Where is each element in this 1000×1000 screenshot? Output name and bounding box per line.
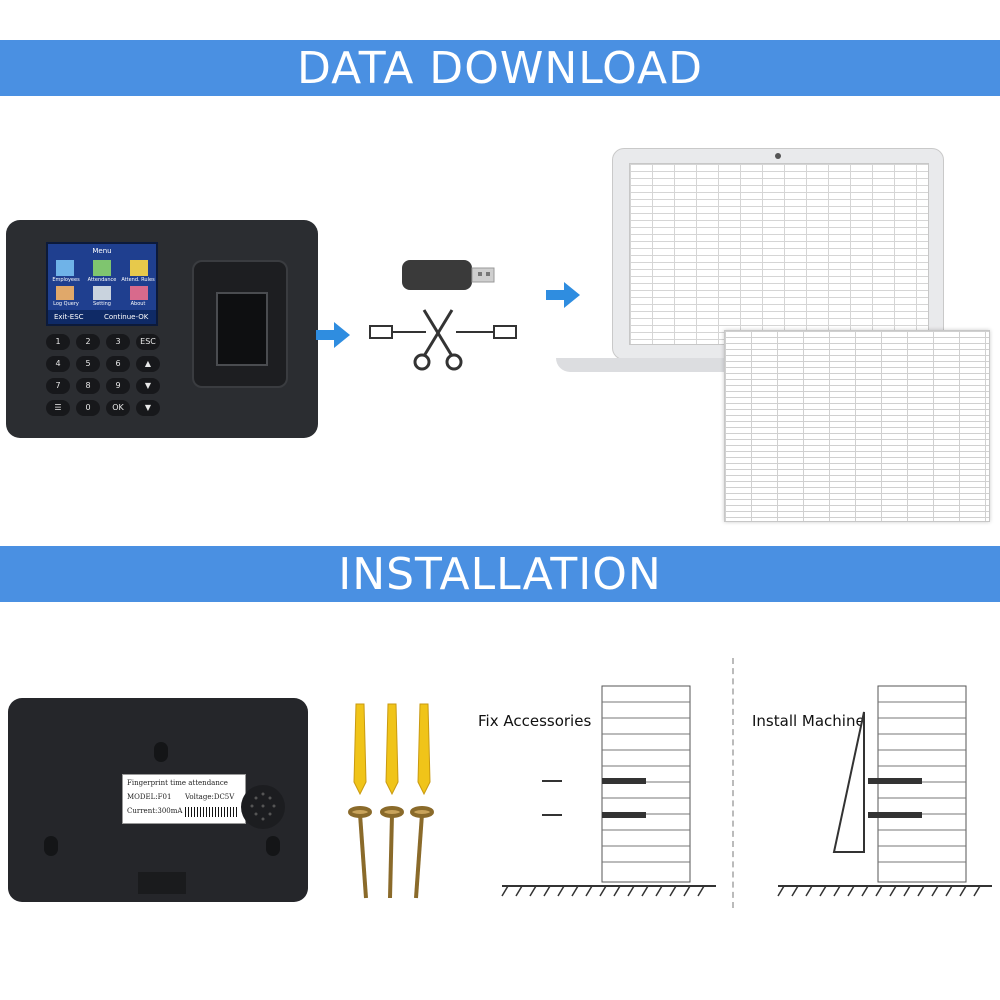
screen-footer — [48, 310, 156, 324]
menu-item-employees: Employees — [52, 277, 80, 283]
installation-banner: INSTALLATION — [0, 546, 1000, 602]
speaker-grille-icon — [241, 785, 285, 829]
continue-label: Continue-OK — [104, 313, 149, 321]
key-5[interactable]: 5 — [76, 356, 100, 372]
screw-icon — [348, 806, 434, 899]
key-0[interactable]: 0 — [76, 400, 100, 416]
installation-title: INSTALLATION — [338, 548, 662, 600]
key-2[interactable]: 2 — [76, 334, 100, 350]
key-7[interactable]: 7 — [46, 378, 70, 394]
key-8[interactable]: 8 — [76, 378, 100, 394]
screen-menu-title: Menu — [92, 247, 112, 255]
fix-accessories-label: Fix Accessories — [478, 712, 592, 730]
employees-icon — [56, 260, 74, 276]
key-4[interactable]: 4 — [46, 356, 70, 372]
wall-anchor-icon — [353, 703, 431, 796]
fingerprint-sensor[interactable] — [216, 292, 268, 366]
attend-rules-icon — [130, 260, 148, 276]
label-model: MODEL:F01 — [127, 793, 172, 801]
step-divider — [732, 658, 734, 908]
arrow-right-icon — [316, 322, 350, 348]
usb-flash-drive-icon — [402, 260, 495, 290]
key-6[interactable]: 6 — [106, 356, 130, 372]
attendance-device-front: Menu Employees Attendance Attend. Rules … — [6, 220, 318, 438]
menu-item-setting: Setting — [93, 301, 111, 307]
key-down-arrow[interactable]: ▼ — [136, 378, 160, 394]
key-down[interactable]: ▼ — [136, 400, 160, 416]
key-3[interactable]: 3 — [106, 334, 130, 350]
bottom-port-cover — [138, 872, 186, 894]
data-download-banner: DATA DOWNLOAD — [0, 40, 1000, 96]
usb-download-options — [369, 260, 517, 371]
key-up[interactable]: ▲ — [136, 356, 160, 372]
barcode-icon — [185, 807, 239, 817]
mount-hole-top — [154, 742, 168, 762]
key-1[interactable]: 1 — [46, 334, 70, 350]
menu-item-attend-rules: Attend. Rules — [121, 277, 155, 283]
mounting-accessories — [348, 703, 434, 899]
fix-accessories-diagram — [501, 685, 716, 897]
exit-label: Exit-ESC — [54, 313, 84, 321]
arrow-right-icon-2 — [546, 282, 580, 308]
data-download-title: DATA DOWNLOAD — [296, 42, 704, 94]
menu-item-about: About — [130, 301, 146, 307]
menu-item-log-query: Log Query — [53, 301, 79, 307]
key-menu[interactable]: ☰ — [46, 400, 70, 416]
attendance-icon — [93, 260, 111, 276]
webcam-icon — [775, 153, 781, 159]
install-machine-label: Install Machine — [752, 712, 865, 730]
fingerprint-sensor-housing — [192, 260, 288, 388]
attendance-device-back: Fingerprint time attendance MODEL:F01 Vo… — [8, 698, 308, 902]
mount-hole-left — [44, 836, 58, 856]
log-query-icon — [56, 286, 74, 300]
menu-item-attendance: Attendance — [87, 277, 117, 283]
label-title: Fingerprint time attendance — [127, 779, 228, 787]
key-9[interactable]: 9 — [106, 378, 130, 394]
device-screen: Menu Employees Attendance Attend. Rules … — [46, 242, 158, 326]
label-current: Current:300mA — [127, 807, 183, 815]
key-ok[interactable]: OK — [106, 400, 130, 416]
usb-cable-cut-icon — [369, 309, 517, 371]
setting-icon — [93, 286, 111, 300]
spreadsheet-staff-report — [724, 330, 990, 522]
product-label: Fingerprint time attendance MODEL:F01 Vo… — [122, 774, 246, 824]
mount-hole-right — [266, 836, 280, 856]
laptop-screen — [612, 148, 944, 360]
key-esc[interactable]: ESC — [136, 334, 160, 350]
spreadsheet-attendance-report — [629, 163, 929, 345]
label-voltage: Voltage:DC5V — [185, 793, 235, 801]
install-machine-diagram — [777, 685, 992, 897]
about-icon — [130, 286, 148, 300]
